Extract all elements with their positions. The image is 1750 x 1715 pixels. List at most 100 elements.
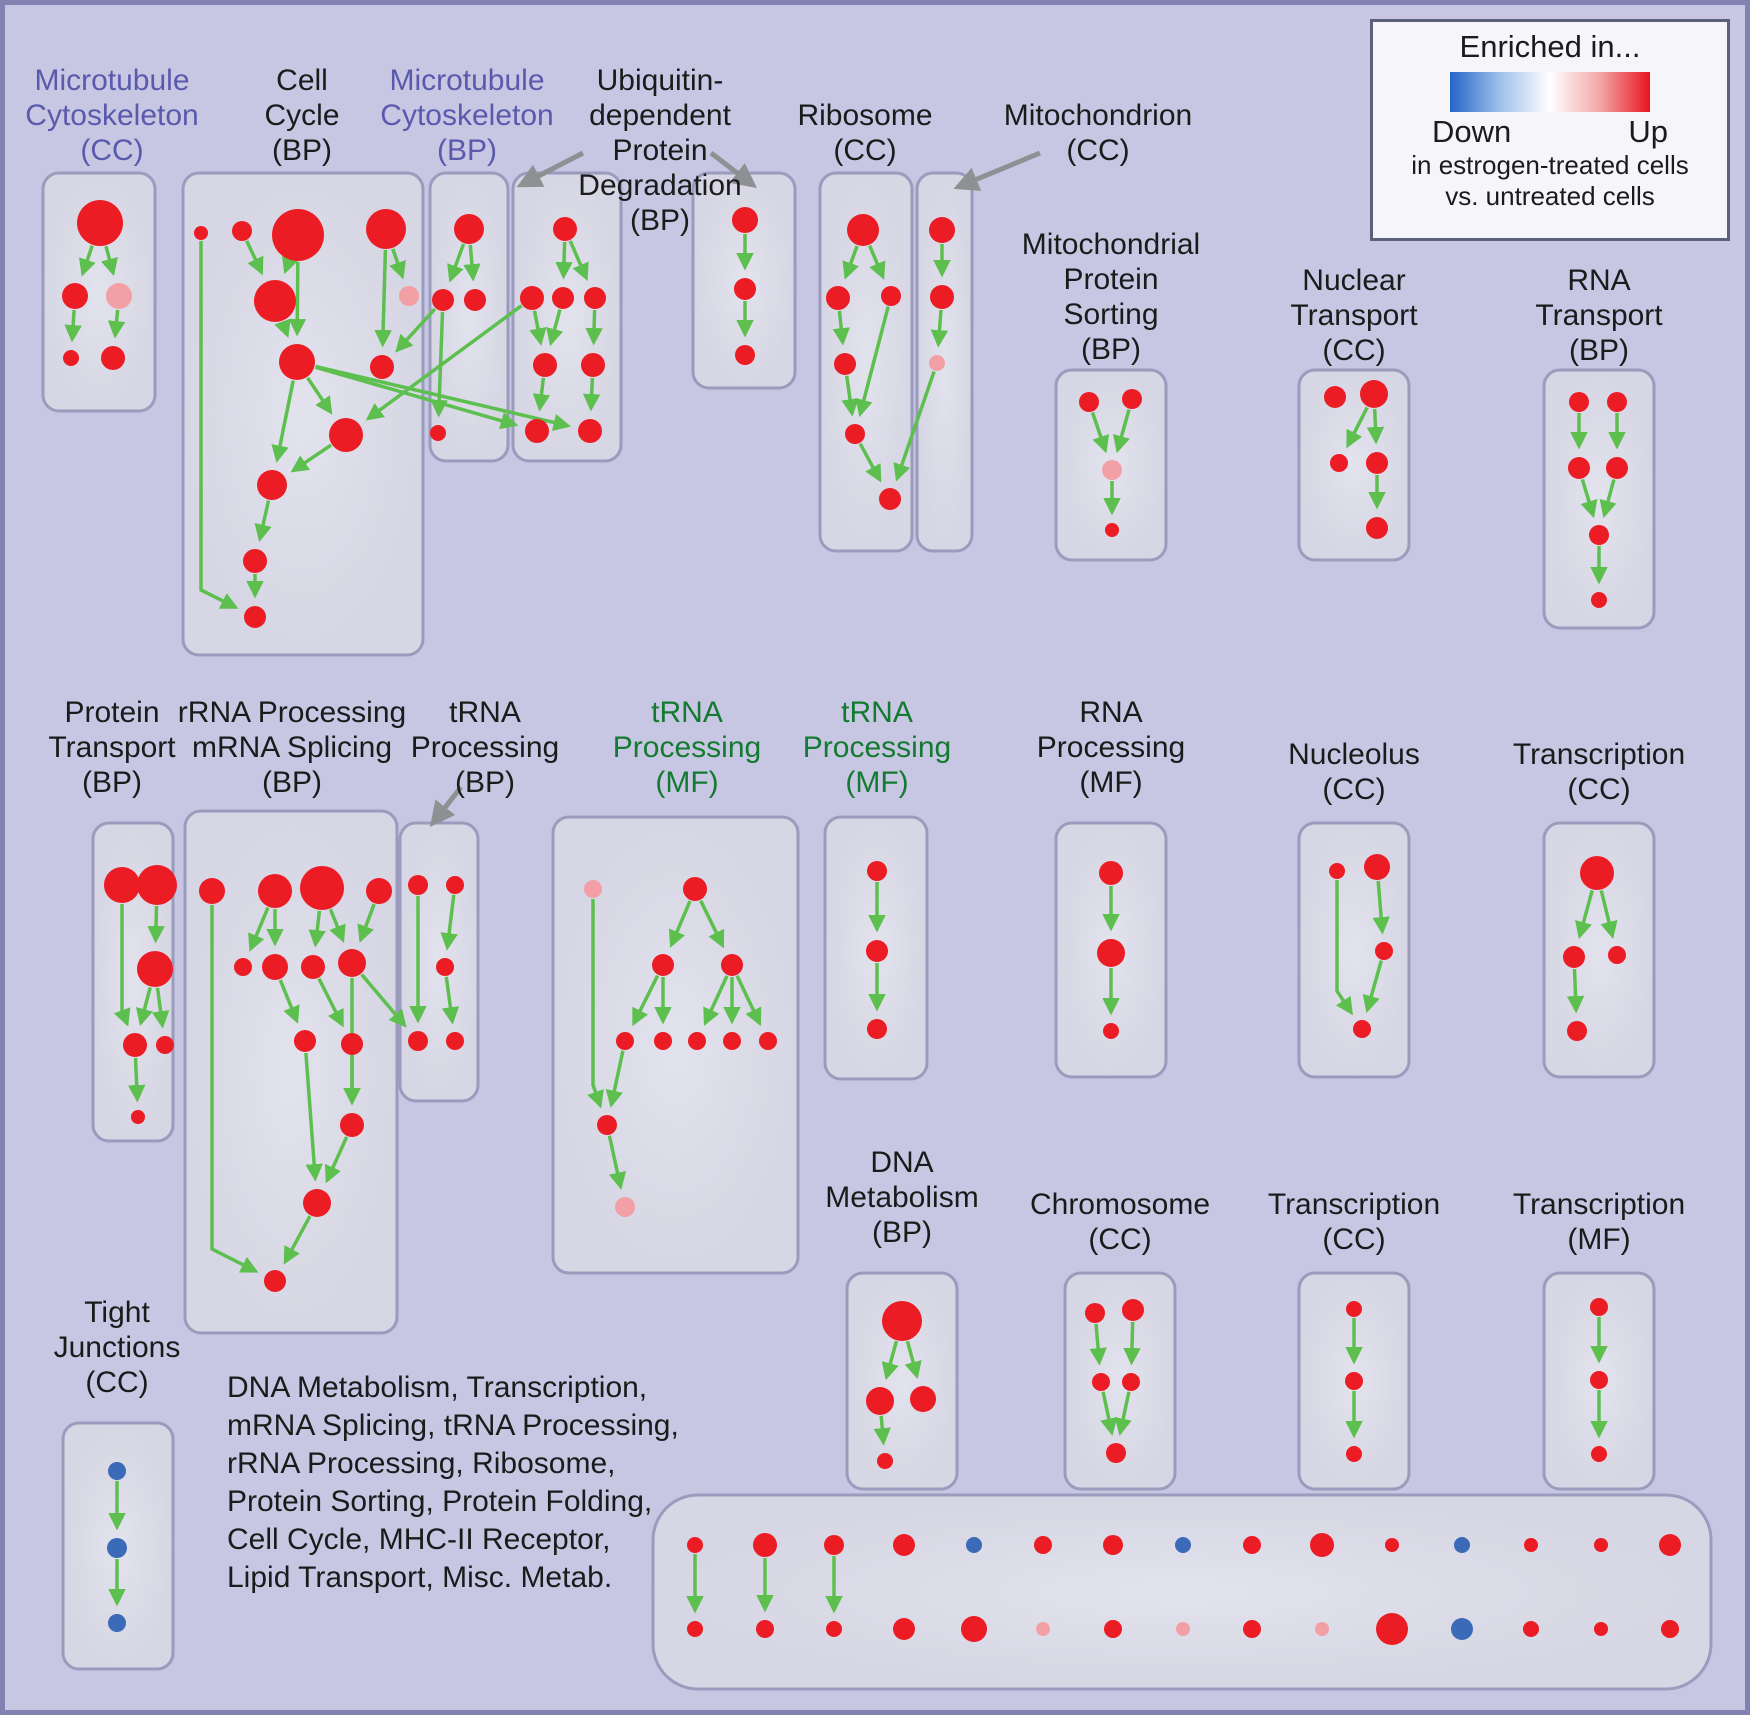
go-term-node: [1106, 1443, 1126, 1463]
go-term-node: [1360, 380, 1388, 408]
go-term-node: [826, 286, 850, 310]
edge-microtubule-cytoskeleton-bp: [463, 244, 481, 282]
go-term-node: [866, 940, 888, 962]
cluster-box-cell-cycle-bp: [181, 171, 425, 657]
go-term-node: [1310, 1533, 1334, 1557]
edge-cell-cycle-bp: [271, 380, 295, 463]
edge-rna-transport-bp: [1580, 478, 1598, 519]
legend-down-label: Down: [1432, 114, 1512, 149]
edge-cell-cycle-bp: [290, 443, 333, 473]
go-term-node: [300, 866, 344, 910]
go-term-node: [1608, 946, 1626, 964]
cross-cluster-edge: [395, 307, 437, 353]
go-term-node: [877, 1453, 893, 1469]
go-term-node: [533, 353, 557, 377]
go-term-node: [879, 488, 901, 510]
edge-ubiquitin-protein-degradation-bp: [546, 309, 564, 347]
edge-cell-cycle-bp: [288, 261, 307, 337]
edge-ribosome-cc: [842, 245, 859, 280]
go-term-node: [234, 958, 252, 976]
edge-protein-transport-bp: [113, 904, 131, 1027]
go-term-node: [1591, 592, 1607, 608]
go-term-node: [893, 1618, 915, 1640]
go-term-node: [454, 214, 484, 244]
edge-cell-cycle-bp: [281, 254, 299, 275]
go-term-node: [244, 606, 266, 628]
go-term-node: [107, 1538, 127, 1558]
edge-ubiquitin-protein-degradation-bp: [582, 377, 601, 412]
go-term-node: [584, 287, 606, 309]
go-term-node: [687, 1537, 703, 1553]
label-pointer-arrow: [709, 151, 757, 189]
edge-trna-processing-bp: [440, 894, 458, 951]
go-term-node: [553, 217, 577, 241]
go-term-node: [1122, 1299, 1144, 1321]
go-term-node: [687, 1621, 703, 1637]
go-term-node: [1606, 457, 1628, 479]
cluster-box-ubiquitin-protein-degradation-bp: [511, 171, 623, 463]
edge-ubiquitin-protein-degradation-bp: [585, 309, 603, 346]
edge-dna-metabolism-bp: [873, 1415, 891, 1446]
go-term-node: [824, 1535, 844, 1555]
go-term-node: [1092, 1373, 1110, 1391]
legend-gradient-bar: [1450, 72, 1650, 112]
edge-mitochondrial-protein-sorting-bp: [1090, 411, 1110, 454]
label-pointer-arrow: [429, 785, 463, 827]
edge-rrna-processing-mrna-splicing-bp: [283, 1215, 312, 1265]
go-term-node: [258, 874, 292, 908]
go-term-node: [882, 1301, 922, 1341]
go-term-node: [1346, 1446, 1362, 1462]
go-term-node: [1524, 1538, 1538, 1552]
edge-rrna-processing-mrna-splicing-bp: [210, 905, 259, 1273]
go-term-node: [408, 875, 428, 895]
go-term-node: [1346, 1301, 1362, 1317]
edge-protein-transport-bp: [135, 986, 153, 1027]
go-term-node: [77, 200, 123, 246]
go-term-node: [834, 353, 856, 375]
cluster-box-nucleolus-cc: [1297, 821, 1411, 1079]
go-term-node: [688, 1032, 706, 1050]
edge-protein-transport-bp: [151, 987, 170, 1029]
edge-trna-processing-mf-1: [703, 975, 729, 1026]
edge-rrna-processing-mrna-splicing-bp: [308, 910, 326, 948]
edge-ribosome-cc: [858, 442, 882, 483]
edge-rrna-processing-mrna-splicing-bp: [357, 903, 376, 943]
edge-trna-processing-bp: [441, 976, 460, 1025]
edge-rrna-processing-mrna-splicing-bp: [328, 908, 346, 944]
go-term-node: [1580, 856, 1614, 890]
edge-dna-metabolism-bp: [904, 1340, 922, 1380]
edge-rrna-processing-mrna-splicing-bp: [278, 979, 300, 1024]
cross-cluster-edge: [360, 973, 407, 1028]
go-term-node: [199, 878, 225, 904]
legend: Enriched in... Down Up in estrogen-treat…: [1370, 19, 1730, 241]
edge-trna-processing-mf-1: [735, 975, 762, 1027]
go-term-node: [446, 1032, 464, 1050]
edge-ubiquitin-protein-degradation-bp: [568, 240, 589, 282]
go-term-node: [1590, 1371, 1608, 1389]
go-term-node: [257, 470, 287, 500]
go-term-node: [683, 877, 707, 901]
go-term-node: [654, 1032, 672, 1050]
edge-ribosome-cc: [841, 375, 859, 417]
go-term-node: [63, 350, 79, 366]
cross-cluster-edge: [365, 304, 523, 421]
go-term-node: [1122, 1373, 1140, 1391]
legend-updown-row: Down Up: [1432, 114, 1668, 150]
go-term-node: [272, 209, 324, 261]
edge-trna-processing-mf-1: [587, 899, 604, 1109]
cross-cluster-edge: [315, 364, 572, 432]
go-term-node: [338, 949, 366, 977]
go-term-node: [1366, 517, 1388, 539]
go-term-node: [735, 345, 755, 365]
go-term-node: [1353, 1020, 1371, 1038]
go-term-node: [408, 1031, 428, 1051]
go-term-node: [759, 1032, 777, 1050]
go-term-node: [279, 344, 315, 380]
go-term-node: [1243, 1536, 1261, 1554]
go-term-node: [1454, 1537, 1470, 1553]
edge-cell-cycle-bp: [306, 376, 333, 415]
edge-ribosome-cc: [867, 244, 886, 280]
edge-microtubule-cytoskeleton-cc: [107, 309, 126, 339]
edge-rrna-processing-mrna-splicing-bp: [248, 906, 270, 952]
edge-trna-processing-mf-1: [632, 974, 660, 1027]
